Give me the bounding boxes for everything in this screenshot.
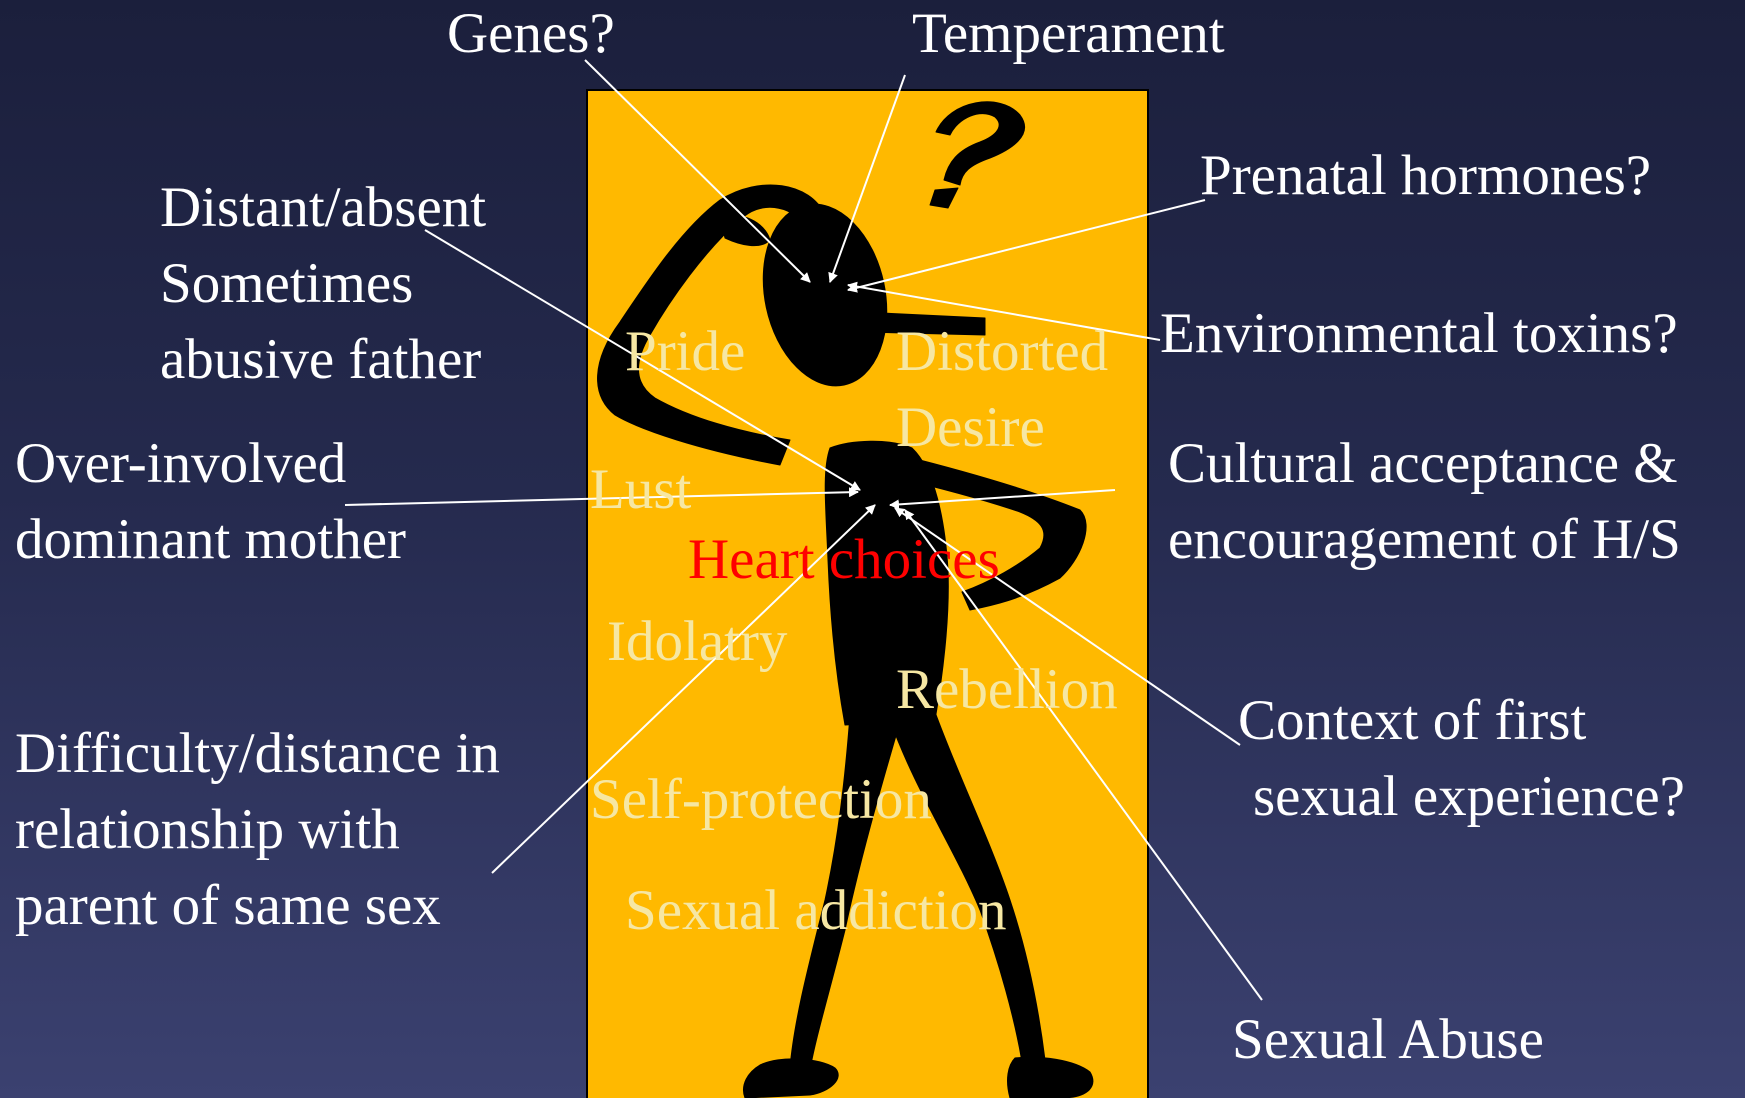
label-context-line-2: sexual experience? [1253, 759, 1685, 835]
label-father-line-2: Sometimes [160, 246, 413, 322]
label-same-sex-line-3: parent of same sex [15, 868, 441, 944]
label-temperament: Temperament [912, 0, 1225, 72]
label-heart-choices: Heart choices [688, 522, 1000, 598]
label-lust: Lust [590, 452, 691, 528]
label-same-sex-line-1: Difficulty/distance in [15, 716, 500, 792]
label-same-sex-line-2: relationship with [15, 792, 400, 868]
label-pride: Pride [625, 314, 745, 390]
label-cultural-line-2: encouragement of H/S [1168, 502, 1681, 578]
label-context-line-1: Context of first [1238, 683, 1586, 759]
label-environmental-toxins: Environmental toxins? [1160, 296, 1678, 372]
label-idolatry: Idolatry [607, 604, 787, 680]
label-sexual-addiction: Sexual addiction [625, 873, 1007, 949]
label-mother-line-2: dominant mother [15, 502, 406, 578]
label-father-line-3: abusive father [160, 322, 481, 398]
label-rebellion: Rebellion [896, 652, 1118, 728]
label-father-line-1: Distant/absent [160, 170, 486, 246]
label-self-protection: Self-protection [590, 762, 932, 838]
label-cultural-line-1: Cultural acceptance & [1168, 426, 1678, 502]
label-genes: Genes? [447, 0, 615, 72]
label-prenatal-hormones: Prenatal hormones? [1200, 138, 1651, 214]
label-sexual-abuse: Sexual Abuse [1232, 1002, 1544, 1078]
label-distorted: Distorted [896, 314, 1108, 390]
label-mother-line-1: Over-involved [15, 426, 346, 502]
label-desire: Desire [896, 390, 1045, 466]
